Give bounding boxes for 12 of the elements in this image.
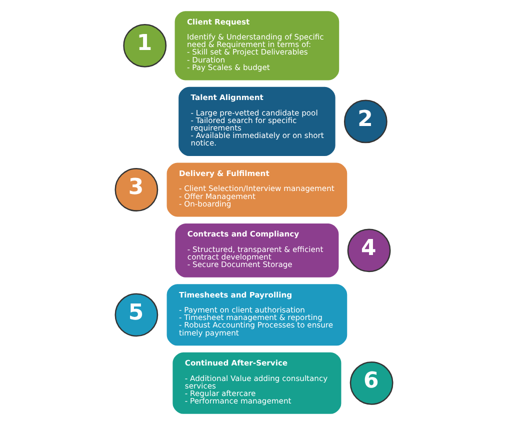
node-box: Timesheets and Payrolling - Payment on client authorisation - Timesheet management & reporting - Robust Accounting Processes to ensure timely payment [166,284,347,346]
node-circle: 1 [122,24,166,68]
node-box: Talent Alignment - Large pre-vetted candidate pool - Tailored search for specific requirements - Available immediately or on short notice. [178,86,335,156]
node-box: Client Request Identify & Understanding of Specific need & Requirement in terms of: - Skill set & Project Deliverables - Duration - Pay Scales & budget [174,11,339,80]
node-circle: 5 [114,293,158,337]
node-box: Continued After-Service - Additional Value adding consultancy services - Regular aftercare - Performance management [172,352,341,414]
node-circle: 6 [349,361,393,405]
node-box: Delivery & Fulfilment - Client Selection/Interview management - Offer Management - On-boarding [166,162,347,217]
node-circle: 4 [346,228,390,272]
node-circle: 3 [114,168,158,212]
node-box: Contracts and Compliancy - Structured, transparent & efficient contract development - Secure Document Storage [174,223,338,278]
node-circle: 2 [343,100,387,144]
